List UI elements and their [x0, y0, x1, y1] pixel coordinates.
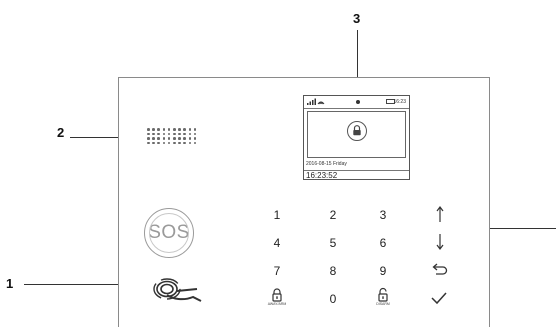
key-0[interactable]: 0: [329, 292, 337, 306]
grille-hole: [188, 141, 192, 145]
battery-icon: [386, 99, 395, 104]
grille-hole: [188, 137, 192, 140]
lock-closed-icon: [272, 288, 282, 302]
key-7[interactable]: 7: [273, 264, 281, 278]
leader-line-3: [357, 30, 359, 94]
grille-hole: [173, 128, 176, 131]
lock-open-icon: [378, 287, 388, 302]
grille-hole: [193, 141, 197, 145]
key-5[interactable]: 5: [329, 236, 337, 250]
grille-hole: [162, 128, 166, 131]
key-3[interactable]: 3: [379, 208, 387, 222]
grille-hole: [183, 141, 186, 145]
grille-hole: [193, 137, 197, 140]
grille-hole: [152, 132, 155, 136]
grille-hole: [157, 128, 160, 131]
callout-number-2: 2: [57, 125, 65, 140]
key-4[interactable]: 4: [273, 236, 281, 250]
grille-hole: [178, 137, 181, 140]
grille-hole: [193, 132, 197, 136]
grille-hole: [147, 128, 150, 131]
grille-hole: [167, 132, 171, 136]
sos-inner-ring: [149, 213, 189, 253]
grille-hole: [157, 141, 160, 145]
speaker-grille-icon: [147, 128, 199, 146]
return-arrow-icon[interactable]: [429, 263, 449, 277]
screen-status-bar: 16:23: [304, 96, 409, 109]
grille-hole: [162, 137, 166, 140]
grille-hole: [147, 132, 150, 136]
callout-number-1: 1: [6, 276, 14, 291]
grille-hole: [162, 132, 166, 136]
grille-hole: [147, 137, 150, 140]
leader-line-4: [460, 228, 556, 230]
grille-hole: [152, 137, 155, 140]
arm-key-label: AWAY/ARM: [267, 302, 287, 306]
key-1[interactable]: 1: [273, 208, 281, 222]
rfid-card-icon: [153, 278, 202, 302]
key-2[interactable]: 2: [329, 208, 337, 222]
arrow-down-icon[interactable]: [434, 233, 446, 251]
arrow-up-icon[interactable]: [434, 205, 446, 223]
lcd-screen: 16:23 2016-08-15 Friday 16:23:52: [303, 95, 410, 180]
grille-hole: [183, 132, 186, 136]
grille-hole: [167, 137, 171, 140]
status-indicator-icon: [356, 100, 360, 104]
disarm-key[interactable]: DISARM: [371, 287, 395, 309]
leader-line-2: [70, 137, 133, 139]
grille-hole: [193, 128, 197, 131]
grille-hole: [167, 141, 171, 145]
disarm-key-label: DISARM: [376, 302, 390, 306]
grille-hole: [173, 132, 176, 136]
status-time: 16:23: [393, 99, 406, 105]
grille-hole: [188, 128, 192, 131]
grille-hole: [167, 128, 171, 131]
key-9[interactable]: 9: [379, 264, 387, 278]
grille-hole: [152, 128, 155, 131]
grille-hole: [147, 141, 150, 145]
arm-key[interactable]: AWAY/ARM: [265, 287, 289, 309]
grille-hole: [188, 132, 192, 136]
screen-date: 2016-08-15 Friday: [306, 161, 347, 167]
grille-hole: [157, 132, 160, 136]
sos-button[interactable]: SOS: [144, 208, 194, 258]
signal-icon: [307, 98, 325, 105]
grille-hole: [183, 128, 186, 131]
grille-hole: [178, 132, 181, 136]
checkmark-icon[interactable]: [430, 291, 448, 305]
key-8[interactable]: 8: [329, 264, 337, 278]
key-6[interactable]: 6: [379, 236, 387, 250]
screen-time: 16:23:52: [304, 170, 409, 181]
grille-hole: [183, 137, 186, 140]
screen-lock-icon: [347, 121, 367, 141]
grille-hole: [178, 141, 181, 145]
grille-hole: [162, 141, 166, 145]
grille-hole: [178, 128, 181, 131]
grille-hole: [157, 137, 160, 140]
grille-hole: [173, 137, 176, 140]
grille-hole: [152, 141, 155, 145]
screen-main-area: [307, 111, 406, 158]
leader-line-1: [24, 284, 146, 286]
grille-hole: [173, 141, 176, 145]
callout-number-3: 3: [353, 11, 361, 26]
